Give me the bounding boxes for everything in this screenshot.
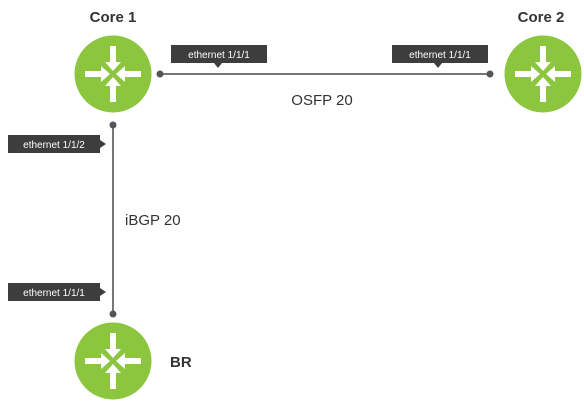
port-tag-core1-south: ethernet 1/1/2 <box>8 135 106 153</box>
port-label: ethernet 1/1/1 <box>409 50 471 61</box>
endpoint-core1-south <box>109 121 117 129</box>
router-icon <box>501 32 584 116</box>
router-icon <box>71 32 155 116</box>
router-icon <box>71 319 155 403</box>
link-label-ibgp: iBGP 20 <box>125 212 181 229</box>
port-tag-core2-west: ethernet 1/1/1 <box>392 45 488 68</box>
port-label: ethernet 1/1/1 <box>23 288 85 299</box>
node-label-core1: Core 1 <box>90 9 137 26</box>
port-label: ethernet 1/1/1 <box>188 50 250 61</box>
endpoint-core2-west <box>486 70 494 78</box>
router-core1[interactable] <box>70 31 156 117</box>
endpoint-core1-east <box>156 70 164 78</box>
port-tag-br-north: ethernet 1/1/1 <box>8 283 106 301</box>
node-label-br: BR <box>170 354 192 371</box>
link-label-osfp: OSFP 20 <box>291 92 352 109</box>
endpoint-br-north <box>109 310 117 318</box>
node-label-core2: Core 2 <box>518 9 565 26</box>
port-tag-core1-east: ethernet 1/1/1 <box>171 45 267 68</box>
router-br[interactable] <box>70 318 156 403</box>
router-core2[interactable] <box>500 31 584 117</box>
port-label: ethernet 1/1/2 <box>23 140 85 151</box>
